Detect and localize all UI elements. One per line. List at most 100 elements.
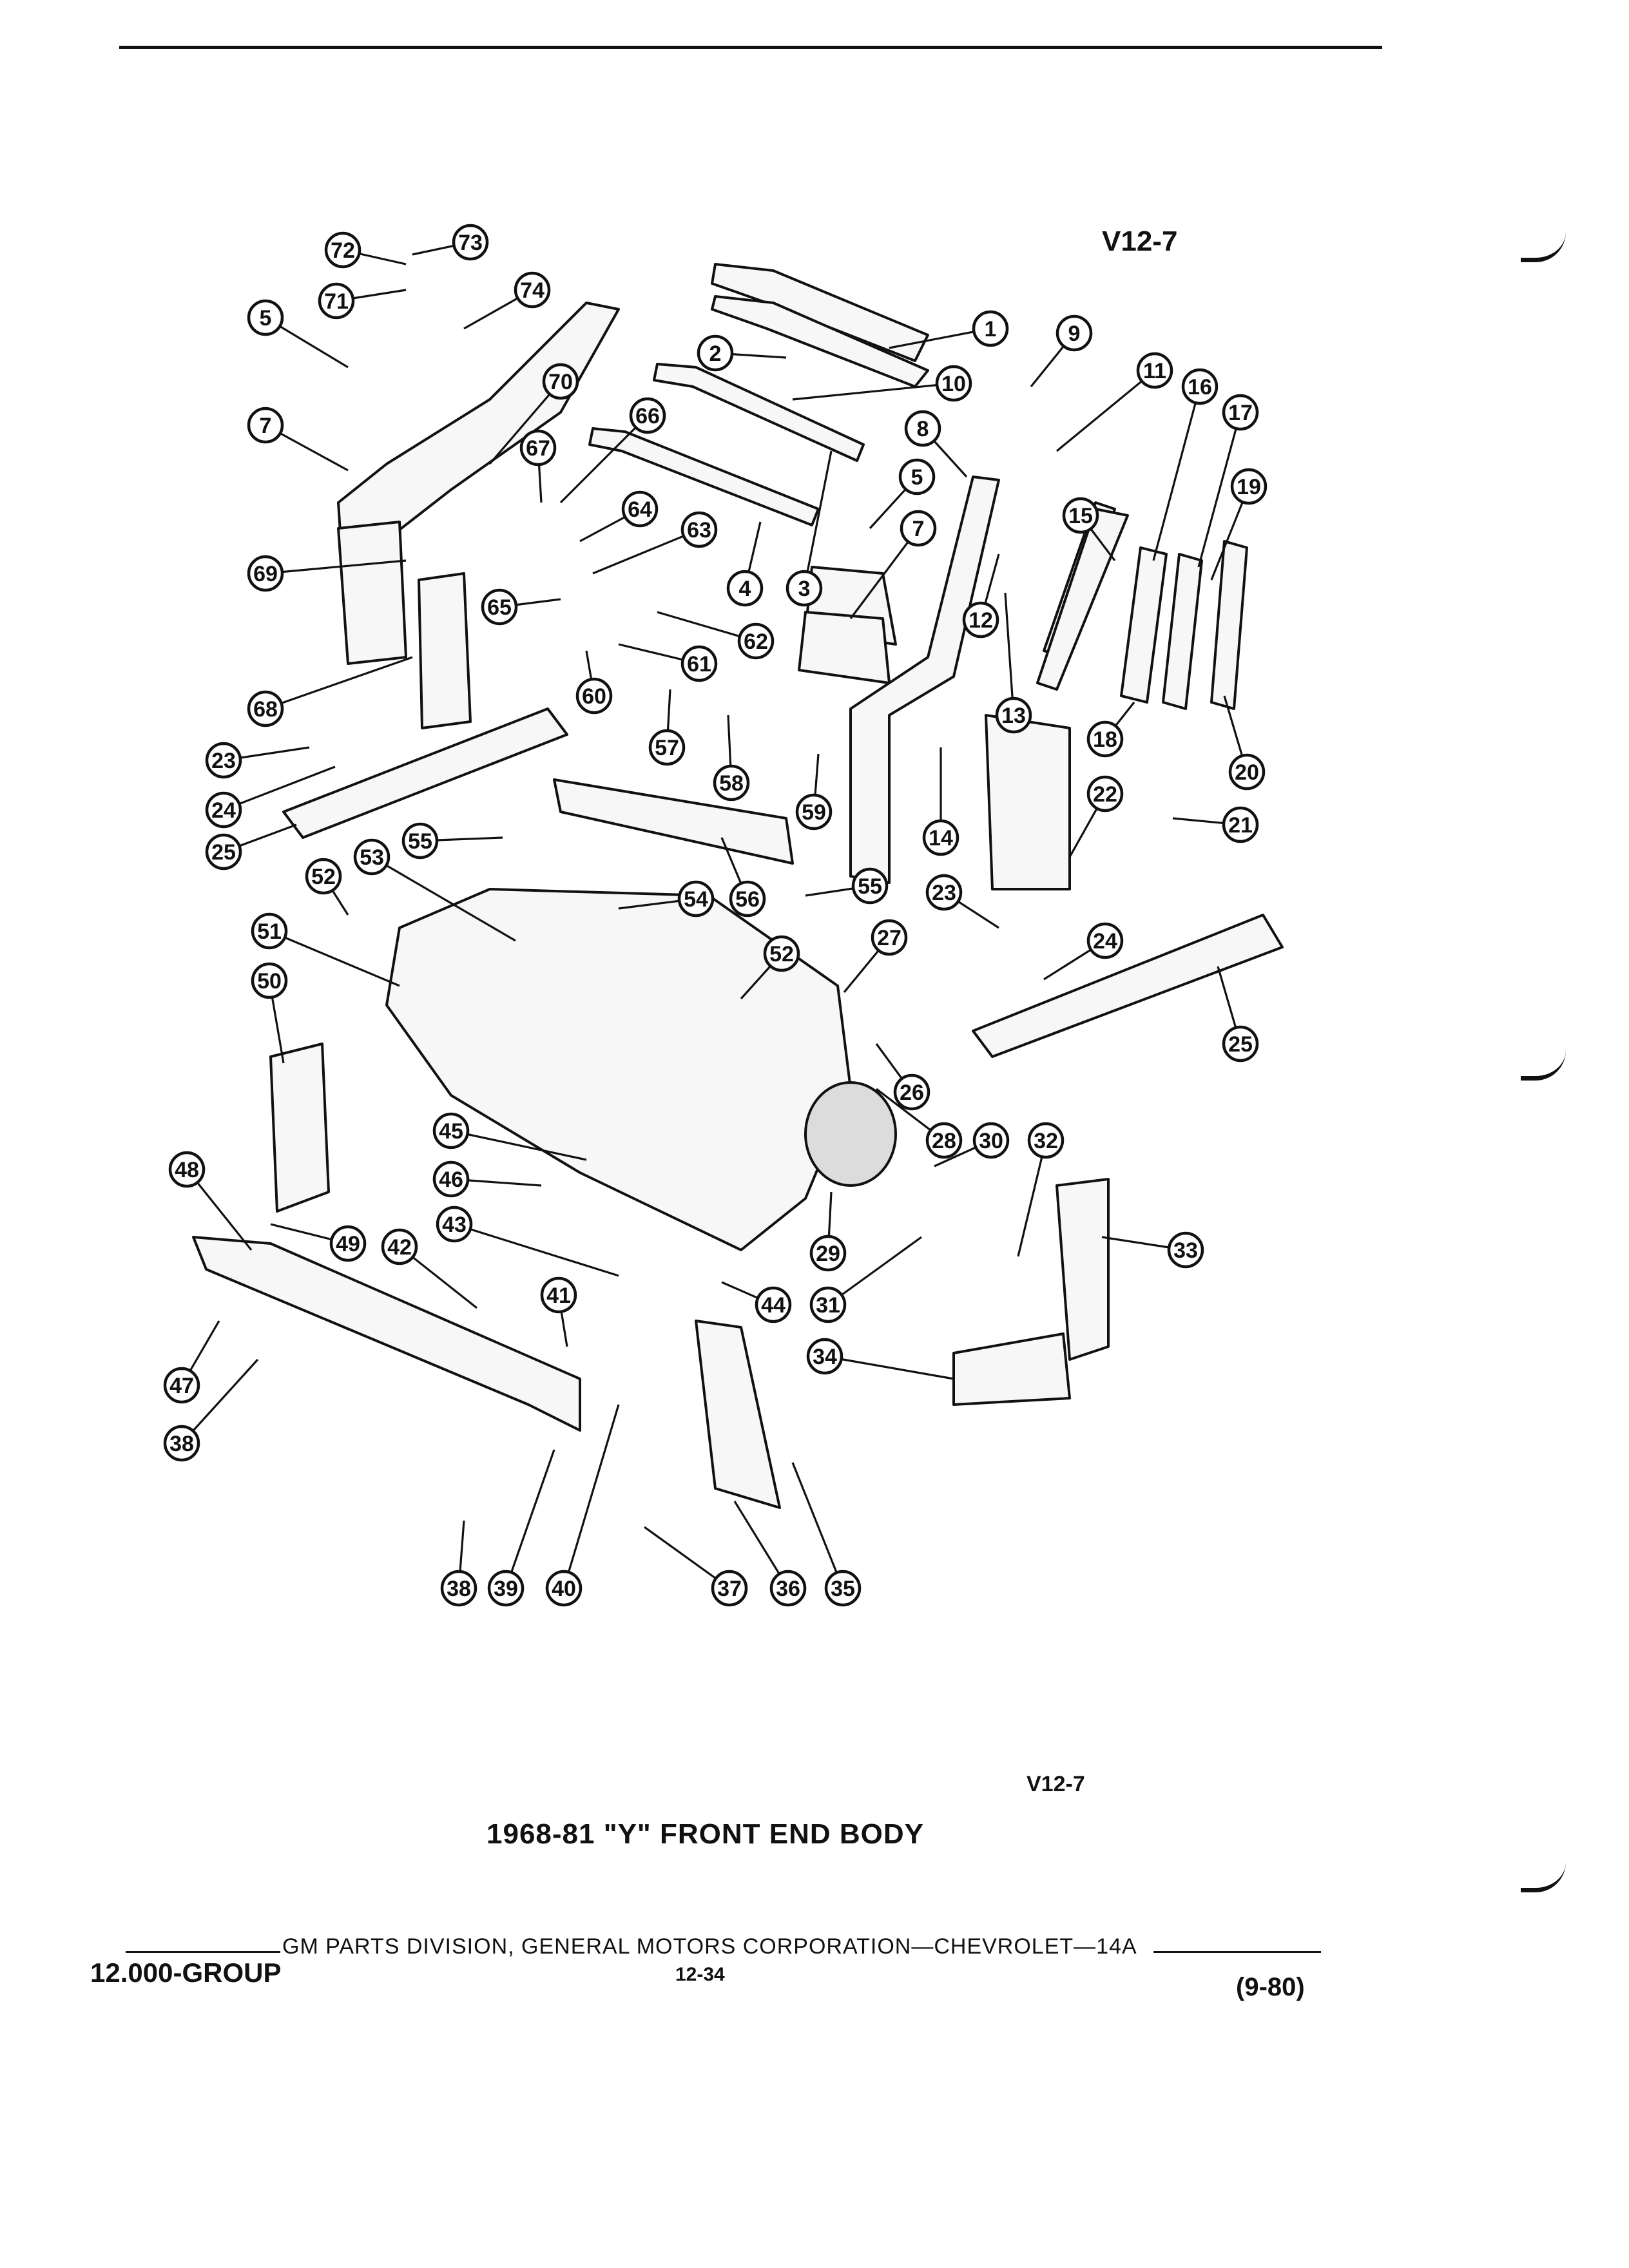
callout-label: 34: [813, 1345, 837, 1369]
callout-circle: [205, 742, 242, 779]
right-rocker-strip-b: [1162, 553, 1203, 710]
left-rocker-sill: [282, 707, 568, 839]
callout-circle: [629, 397, 666, 434]
dash-heater-opening: [804, 1081, 897, 1187]
right-lower-bracket: [1055, 1178, 1110, 1361]
binder-tab-mark: [1521, 232, 1566, 262]
callout-label: 11: [1143, 359, 1166, 383]
callout-circle: [519, 429, 557, 466]
callout-circle: [247, 407, 284, 444]
callout-circle: [824, 1570, 862, 1607]
callout-label: 65: [487, 595, 512, 620]
callout-circle: [481, 588, 518, 626]
callout-label: 52: [769, 942, 794, 966]
callout-label: 15: [1068, 504, 1093, 528]
callout-7: 7: [900, 510, 937, 547]
leader-line: [1004, 592, 1015, 716]
callout-4: 4: [726, 570, 764, 607]
callout-24: 24: [205, 791, 242, 829]
callout-label: 38: [447, 1577, 471, 1601]
callout-label: 7: [912, 517, 925, 541]
callout-circle: [575, 677, 613, 715]
callout-36: 36: [769, 1570, 807, 1607]
body-parts-drawings: [192, 263, 1284, 1509]
callout-circle: [972, 1122, 1010, 1159]
callout-label: 25: [1228, 1032, 1253, 1057]
leader-line: [792, 382, 954, 401]
callout-37: 37: [711, 1570, 748, 1607]
callout-label: 5: [260, 306, 272, 331]
callout-circle: [972, 310, 1009, 347]
callout-label: 36: [776, 1577, 800, 1601]
right-cowl-support: [952, 1332, 1071, 1406]
callout-label: 12: [969, 608, 993, 633]
callout-circle: [726, 570, 764, 607]
callout-circle: [1222, 394, 1259, 431]
callout-label: 44: [761, 1293, 786, 1318]
callout-circle: [440, 1570, 477, 1607]
callout-71: 71: [318, 282, 355, 320]
callout-label: 57: [655, 736, 679, 760]
callout-label: 54: [684, 887, 708, 912]
callout-label: 16: [1188, 375, 1212, 399]
cowl-lower-bar: [588, 427, 820, 526]
callout-circle: [1062, 497, 1099, 534]
leader-line: [265, 656, 413, 710]
binder-tab-mark: [1521, 1050, 1566, 1081]
callout-41: 41: [540, 1276, 577, 1314]
callout-circle: [769, 1570, 807, 1607]
callout-59: 59: [795, 793, 833, 831]
callout-73: 73: [452, 224, 489, 261]
callout-label: 58: [719, 771, 744, 796]
callout-30: 30: [972, 1122, 1010, 1159]
callout-label: 42: [387, 1235, 412, 1260]
callout-50: 50: [251, 962, 288, 999]
callout-circle: [432, 1160, 470, 1198]
callout-label: 50: [257, 969, 282, 994]
callout-53: 53: [353, 838, 390, 876]
callout-label: 73: [458, 231, 483, 255]
cowl-reinforcement: [653, 363, 865, 462]
callout-25: 25: [1222, 1025, 1259, 1062]
callout-label: 72: [331, 238, 355, 263]
callout-43: 43: [436, 1206, 473, 1243]
callout-circle: [163, 1425, 200, 1462]
callout-circle: [205, 833, 242, 870]
callout-18: 18: [1086, 720, 1124, 758]
callout-circle: [925, 874, 963, 911]
callout-51: 51: [251, 912, 288, 950]
callout-label: 60: [582, 684, 606, 709]
callout-label: 7: [260, 414, 272, 438]
callout-label: 26: [900, 1081, 924, 1105]
callout-65: 65: [481, 588, 518, 626]
callout-47: 47: [163, 1367, 200, 1404]
part-number-callouts: 1234578910111213141516171819202122232425…: [163, 224, 1268, 1607]
leader-line: [592, 528, 700, 575]
callout-circle: [795, 793, 833, 831]
callout-38: 38: [440, 1570, 477, 1607]
callout-label: 66: [635, 404, 660, 428]
callout-circle: [205, 791, 242, 829]
callout-1: 1: [972, 310, 1009, 347]
dash-panel-assembly: [385, 888, 852, 1251]
callout-circle: [247, 299, 284, 336]
callout-label: 69: [253, 562, 278, 586]
callout-58: 58: [713, 764, 750, 802]
callout-circle: [247, 555, 284, 592]
callout-9: 9: [1055, 314, 1093, 352]
callout-11: 11: [1136, 352, 1173, 389]
callout-3: 3: [786, 570, 823, 607]
callout-label: 20: [1235, 760, 1259, 785]
callout-33: 33: [1167, 1231, 1204, 1269]
callout-28: 28: [925, 1122, 963, 1159]
callout-label: 41: [546, 1283, 571, 1308]
left-dash-side-panel: [418, 572, 472, 729]
callout-48: 48: [168, 1151, 206, 1188]
callout-61: 61: [680, 645, 718, 682]
callout-label: 21: [1228, 813, 1253, 838]
callout-circle: [925, 1122, 963, 1159]
callout-circle: [900, 510, 937, 547]
callout-2: 2: [697, 334, 734, 372]
callout-72: 72: [324, 231, 361, 269]
callout-label: 49: [336, 1232, 360, 1256]
